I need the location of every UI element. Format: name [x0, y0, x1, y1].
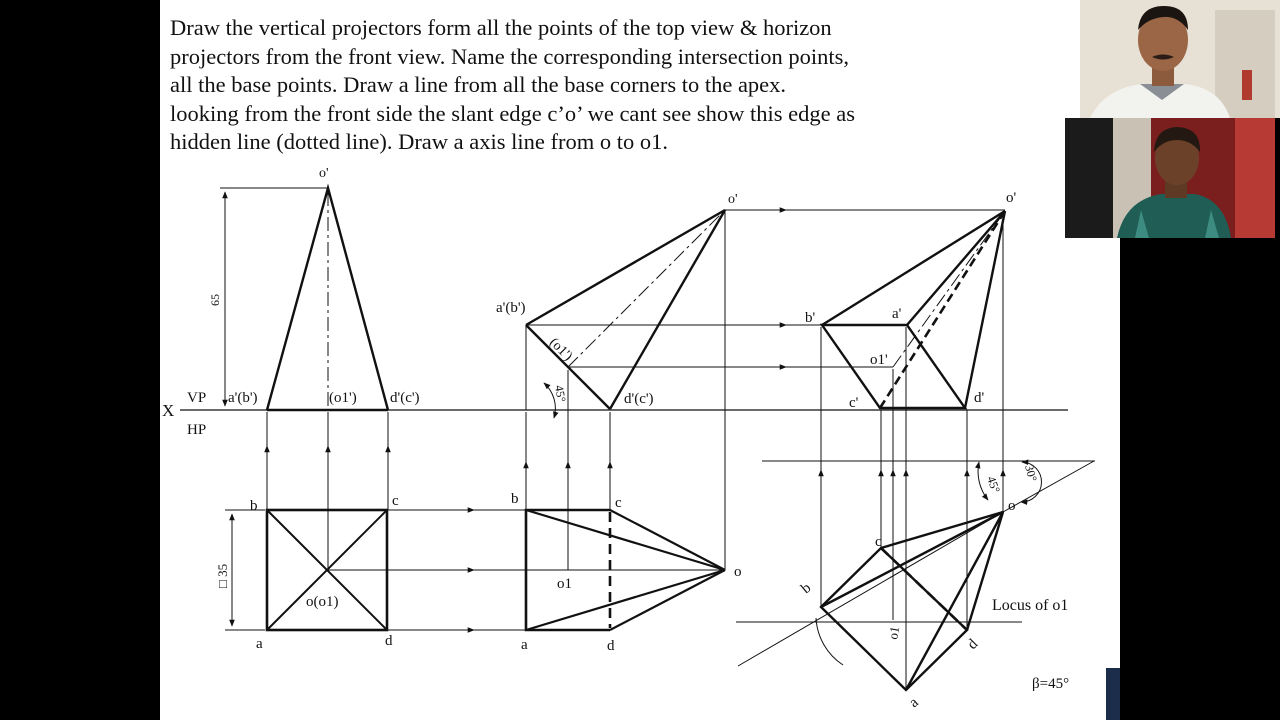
v1-ab-prime-label: a'(b')	[228, 390, 258, 406]
v1-b-label: b	[250, 498, 258, 514]
instruction-text: Draw the vertical projectors form all th…	[170, 14, 1070, 157]
v3-o1-prime-label: o1'	[870, 352, 888, 368]
participant-video-tile[interactable]	[1065, 118, 1275, 238]
v1-o-o1-label: o(o1)	[306, 594, 339, 610]
v3-b-prime-label: b'	[805, 310, 816, 326]
view2-projectors	[523, 212, 726, 570]
x-label: X	[162, 401, 174, 420]
dim-side-label: □ 35	[215, 564, 230, 588]
v1-o1-prime-label: (o1')	[329, 390, 357, 406]
view3-front	[819, 209, 1007, 410]
presenter-video-tile[interactable]	[1080, 0, 1280, 118]
instruction-line: hidden line (dotted line). Draw a axis l…	[170, 129, 668, 154]
hp-label: HP	[187, 422, 206, 438]
instruction-line: Draw the vertical projectors form all th…	[170, 15, 832, 40]
instruction-line: projectors from the front view. Name the…	[170, 43, 849, 69]
v2-c-label: c	[615, 495, 622, 511]
v3-angle45-label: 45°	[984, 474, 1003, 495]
v2-d-label: d	[607, 638, 615, 654]
v3-d-label: d	[965, 636, 982, 653]
v1-a-label: a	[256, 636, 263, 652]
v2-o-prime-label: o'	[728, 192, 738, 207]
v2-angle-label: 45°	[552, 384, 569, 403]
view1-to-view2-projectors	[328, 507, 725, 633]
v2-dc-prime-label: d'(c')	[624, 391, 654, 407]
view2-to-view3-projectors	[526, 207, 1005, 370]
v3-a-prime-label: a'	[892, 306, 902, 322]
v3-c-label: c	[875, 534, 882, 550]
v2-ab-prime-label: a'(b')	[496, 300, 526, 316]
locus-label: Locus of o1	[992, 597, 1068, 614]
v3-angle30-label: 30°	[1022, 463, 1040, 483]
beta-label: β=45°	[1032, 676, 1069, 692]
v1-dc-prime-label: d'(c')	[390, 390, 420, 406]
v2-o1-label: o1	[557, 576, 572, 592]
instruction-line: all the base points. Draw a line from al…	[170, 72, 787, 97]
dim-height-label: 65	[208, 294, 222, 306]
v3-d-prime-label: d'	[974, 390, 985, 406]
v1-c-label: c	[392, 493, 399, 509]
v3-a-label: a	[906, 694, 922, 711]
v2-b-label: b	[511, 491, 519, 507]
view3-projectors	[736, 213, 1095, 690]
slide-page: Draw the vertical projectors form all th…	[160, 0, 1120, 720]
side-panel-edge	[1106, 668, 1120, 720]
v2-o1-prime-label: (o1')	[546, 335, 575, 364]
v3-b-label: b	[798, 580, 814, 597]
projection-drawing: X VP HP 65 o' a'(b') (o1') d'(c')	[162, 166, 1095, 711]
v3-c-prime-label: c'	[849, 395, 859, 411]
v2-a-label: a	[521, 637, 528, 653]
v3-o-prime-label: o'	[1006, 190, 1017, 206]
presenter-video-frame	[1080, 0, 1280, 118]
view1-projectors	[264, 412, 391, 570]
v3-o1-label: o1	[885, 625, 902, 640]
view3-top	[819, 510, 1005, 692]
v1-o-prime-label: o'	[319, 166, 329, 181]
instruction-line: looking from the front side the slant ed…	[170, 100, 856, 126]
view1-front	[220, 183, 390, 412]
view2-top	[524, 508, 726, 632]
v3-o-label: o	[1008, 498, 1016, 514]
v1-d-label: d	[385, 633, 393, 649]
vp-label: VP	[187, 390, 206, 406]
participant-video-frame	[1065, 118, 1275, 238]
v2-o-label: o	[734, 564, 742, 580]
